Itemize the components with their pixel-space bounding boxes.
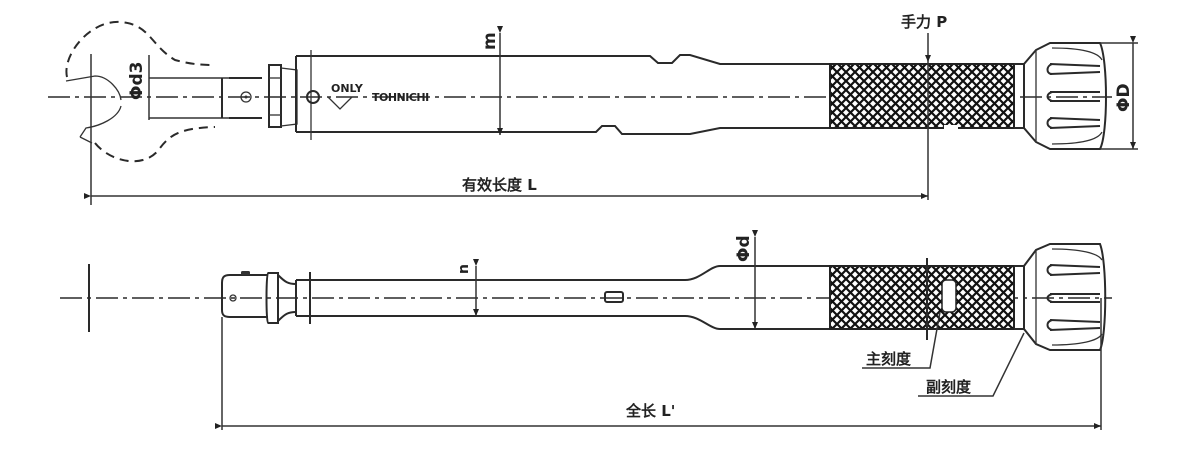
main-scale-window — [941, 279, 957, 313]
overall-length-label: 全长 L' — [625, 402, 675, 420]
top-body: ONLY TOHNICHI — [295, 50, 830, 140]
sub-scale-label: 副刻度 — [926, 378, 972, 396]
spanner-head-outline — [65, 20, 216, 205]
only-marking: ONLY — [331, 82, 364, 95]
d3-dimension: Φd3 — [127, 55, 229, 120]
direction-arrow-icon — [327, 96, 353, 110]
bottom-wrench-view: n Φd 主刻度 — [60, 230, 1112, 430]
n-dimension: n — [456, 259, 500, 317]
phi-D-label: ΦD — [1114, 83, 1134, 112]
n-label: n — [456, 264, 472, 274]
top-end-cap — [1023, 42, 1107, 150]
effective-length-dimension: 有效长度 L — [84, 176, 928, 199]
m-label: m — [480, 32, 500, 50]
top-wrench-view: Φd3 ONLY TOHNICHI m — [48, 13, 1138, 205]
bottom-shaft — [296, 265, 830, 330]
sub-scale-callout: 副刻度 — [918, 332, 1025, 397]
effective-length-label: 有效长度 L — [462, 176, 537, 194]
phi-d-label: Φd — [734, 235, 754, 262]
square-drive — [221, 64, 298, 128]
main-scale-label: 主刻度 — [866, 350, 912, 368]
D-dimension: ΦD — [1100, 36, 1138, 150]
hand-force-label: 手力 P — [901, 13, 947, 31]
hand-force-indicator: 手力 P — [901, 13, 947, 200]
brand-marking: TOHNICHI — [372, 91, 429, 104]
d3-label: Φd3 — [127, 62, 147, 100]
overall-length-dimension: 全长 L' — [215, 298, 1102, 430]
bottom-knurled-grip — [829, 265, 1015, 330]
bottom-end-cap — [1023, 243, 1107, 351]
main-scale-callout: 主刻度 — [862, 311, 941, 369]
m-dimension: m — [480, 26, 503, 135]
d-dimension: Φd — [734, 230, 758, 329]
slot-marker — [604, 291, 624, 303]
top-knurled-grip — [829, 63, 1015, 129]
